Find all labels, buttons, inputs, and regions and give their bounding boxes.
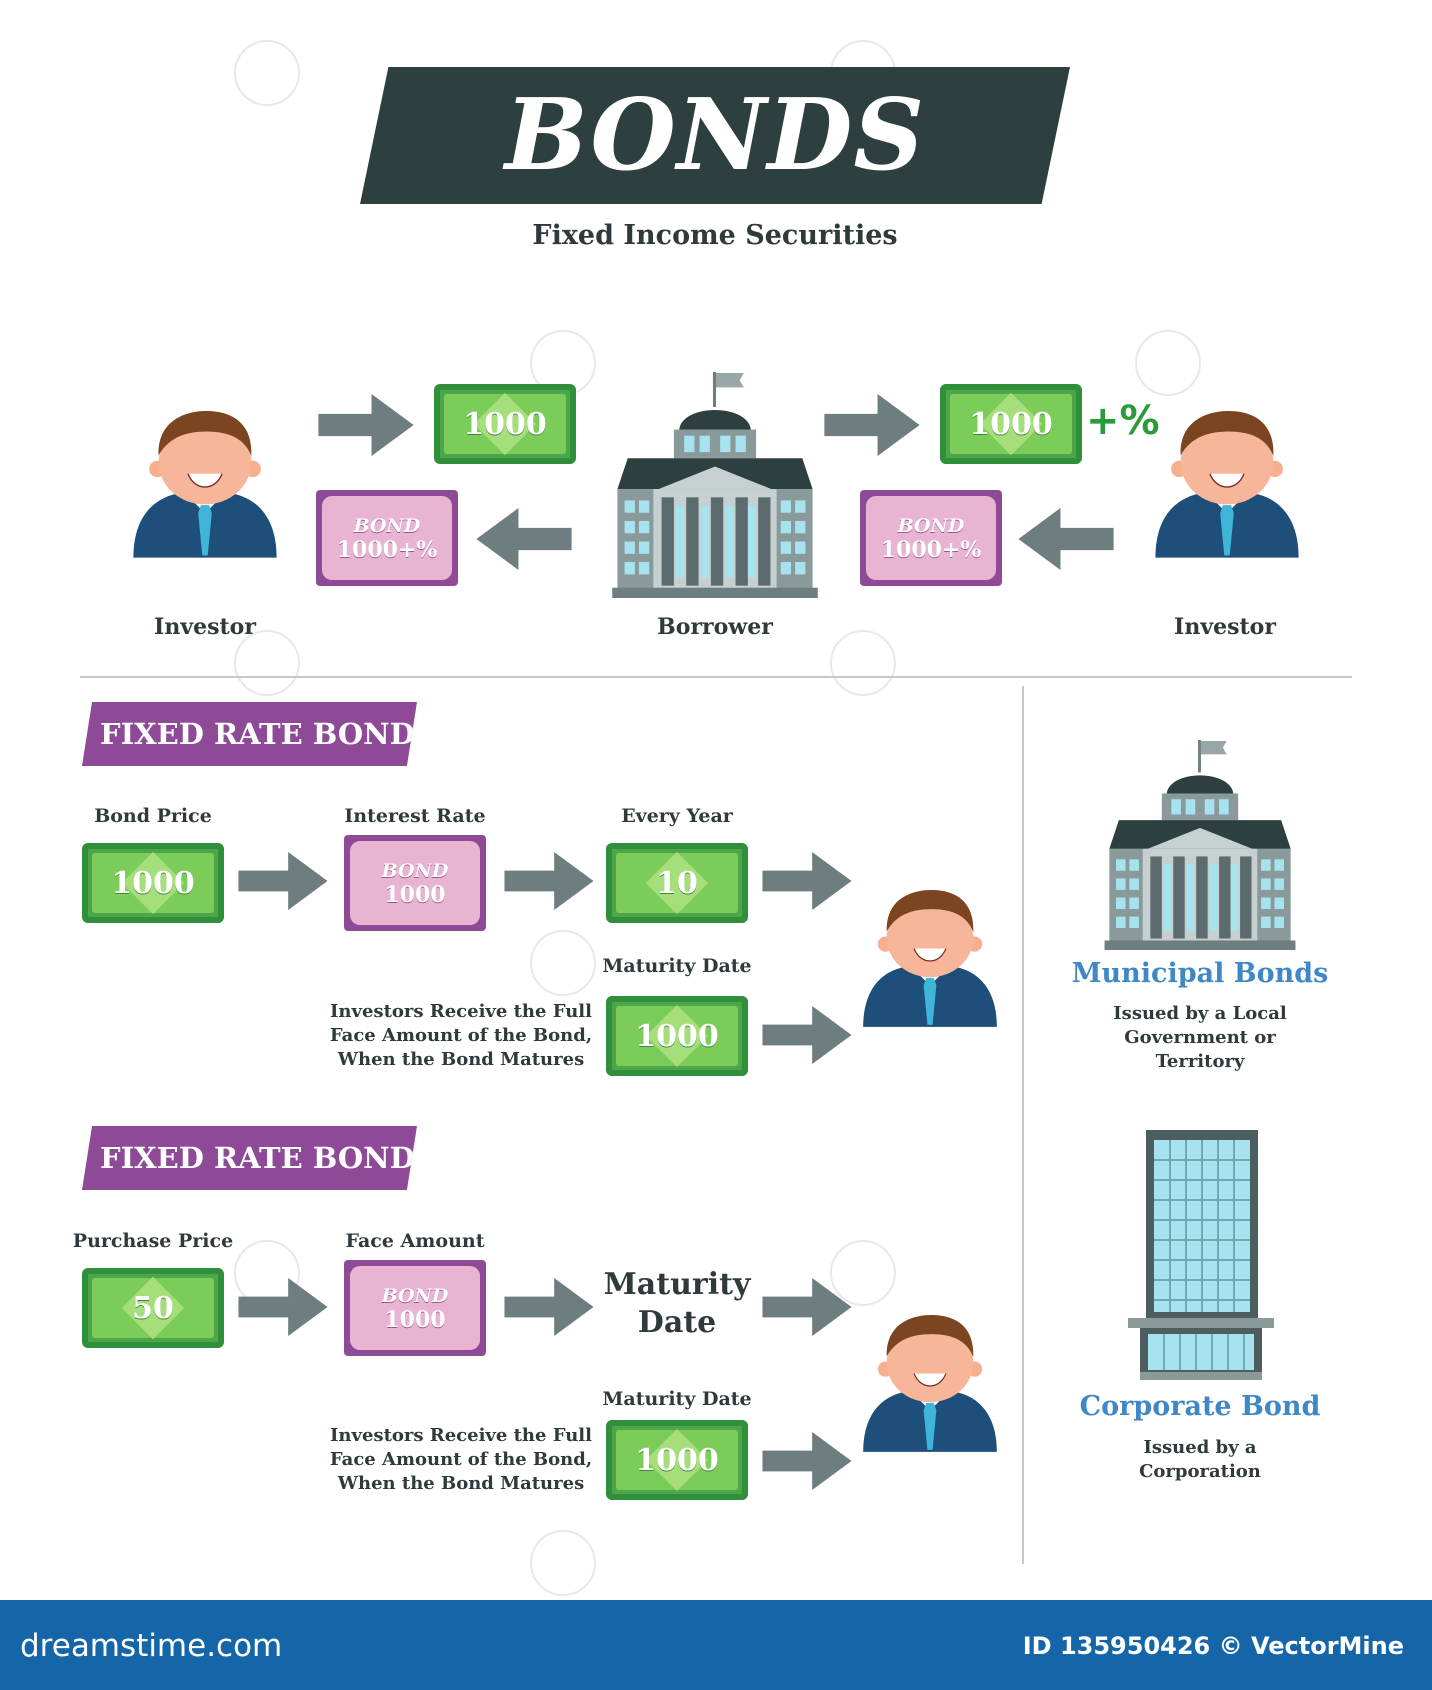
arrow-right-icon — [504, 1278, 594, 1336]
interest-bond-certificate: BOND 1000 — [344, 835, 486, 931]
watermark-ring — [830, 630, 896, 696]
watermark-ring — [530, 930, 596, 996]
every-year-label: Every Year — [621, 805, 733, 827]
maturity-note: Investors Receive the Full Face Amount o… — [329, 1001, 593, 1070]
interest-rate-label: Interest Rate — [344, 805, 486, 827]
arrow-right-icon — [318, 394, 414, 456]
bond-certificate: BOND 1000+% — [316, 490, 458, 586]
watermark-ring — [830, 1240, 896, 1306]
arrow-left-icon — [1018, 508, 1114, 570]
page-title: BONDS — [504, 78, 926, 193]
arrow-right-icon — [762, 1006, 852, 1064]
arrow-left-icon — [476, 508, 572, 570]
watermark-ring — [234, 40, 300, 106]
maturity-date-label: Maturity Date — [602, 1388, 752, 1410]
arrow-right-icon — [762, 1278, 852, 1336]
bond-price-bill: 1000 — [82, 843, 224, 923]
municipal-bonds-description: Issued by a Local Government or Territor… — [1113, 1003, 1287, 1072]
arrow-right-icon — [504, 852, 594, 910]
maturity-bill: 1000 — [606, 1420, 748, 1500]
investor-right-person-icon — [1154, 410, 1300, 559]
purchase-price-label: Purchase Price — [72, 1230, 234, 1252]
municipal-building-icon — [1104, 740, 1296, 950]
arrow-right-icon — [762, 1432, 852, 1490]
face-bond-certificate: BOND 1000 — [344, 1260, 486, 1356]
face-amount-label: Face Amount — [345, 1230, 485, 1252]
municipal-bonds-title: Municipal Bonds — [1071, 958, 1329, 989]
footer-image-id: ID 135950426 © VectorMine — [1022, 1632, 1404, 1660]
arrow-right-icon — [824, 394, 920, 456]
plus-percent-label: +% — [1086, 398, 1160, 444]
watermark-ring — [234, 630, 300, 696]
borrower-label: Borrower — [657, 614, 773, 640]
investor-right-label: Investor — [1174, 614, 1276, 640]
money-bill: 1000 — [434, 384, 576, 464]
title-banner — [360, 67, 1070, 204]
maturity-note: Investors Receive the Full Face Amount o… — [329, 1425, 593, 1494]
purchase-price-bill: 50 — [82, 1268, 224, 1348]
watermark-ring — [530, 1530, 596, 1596]
fixed-rate-bond-banner: FIXED RATE BOND — [82, 1126, 417, 1190]
corporate-bond-title: Corporate Bond — [1079, 1391, 1321, 1422]
fixed-rate-bond-banner: FIXED RATE BOND — [82, 702, 417, 766]
corporate-bond-description: Issued by a Corporation — [1139, 1437, 1261, 1482]
footer-site-link[interactable]: dreamstime.com — [20, 1628, 283, 1664]
vertical-divider — [1022, 686, 1024, 1564]
bond-certificate: BOND 1000+% — [860, 490, 1002, 586]
arrow-right-icon — [238, 1278, 328, 1336]
maturity-date-label: Maturity Date — [602, 955, 752, 977]
maturity-bill: 1000 — [606, 996, 748, 1076]
every-year-bill: 10 — [606, 843, 748, 923]
investor-left-person-icon — [132, 410, 278, 559]
investor-person-icon — [862, 1314, 998, 1453]
arrow-right-icon — [238, 852, 328, 910]
investor-person-icon — [862, 889, 998, 1028]
corporate-skyscraper-icon — [1128, 1130, 1274, 1380]
investor-left-label: Investor — [154, 614, 256, 640]
borrower-building-icon — [612, 372, 818, 598]
horizontal-divider — [80, 676, 1352, 678]
page-subtitle: Fixed Income Securities — [532, 220, 898, 251]
footer-bar — [0, 1600, 1432, 1690]
maturity-date-heading: Maturity Date — [603, 1267, 751, 1340]
watermark-ring — [1135, 330, 1201, 396]
money-bill: 1000 — [940, 384, 1082, 464]
bond-price-label: Bond Price — [94, 805, 212, 827]
arrow-right-icon — [762, 852, 852, 910]
